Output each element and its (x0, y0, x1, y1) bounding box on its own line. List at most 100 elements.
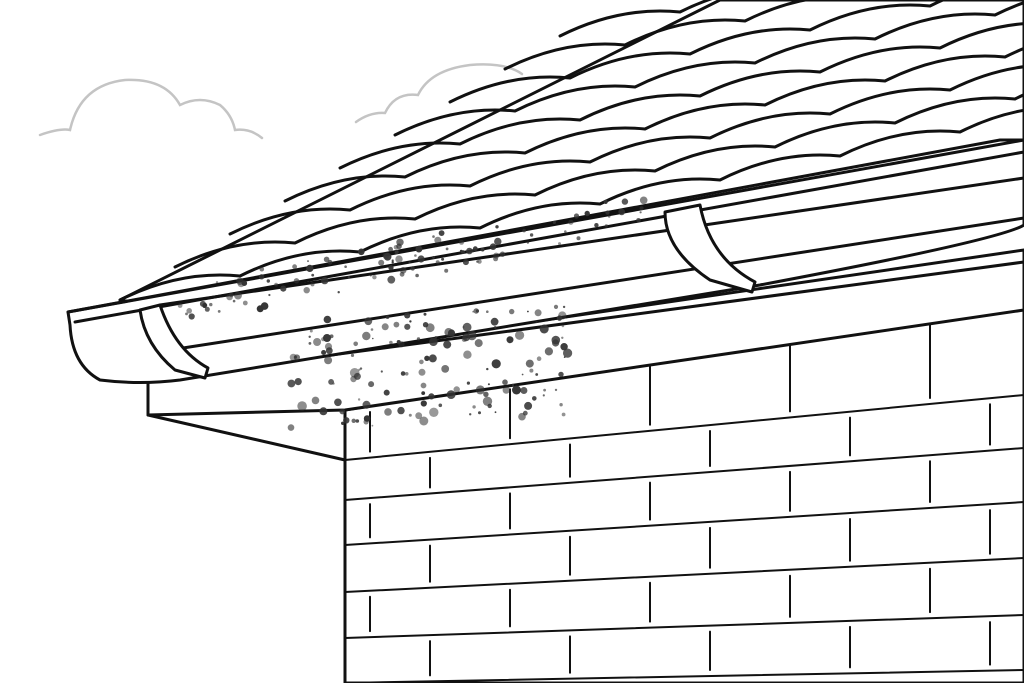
mold-spot (380, 370, 383, 373)
mold-spot (408, 413, 412, 417)
mold-spot (621, 198, 629, 205)
mold-spot (400, 371, 406, 376)
brick-course-line (344, 501, 1024, 546)
mold-spot (408, 261, 411, 264)
mold-spot (324, 342, 333, 351)
mold-spot (509, 308, 515, 315)
mold-spot (371, 424, 374, 427)
mold-spot (323, 315, 332, 324)
mold-spot (186, 308, 192, 314)
mold-spot (396, 238, 404, 246)
mold-spot (323, 334, 331, 342)
mold-spot (489, 243, 497, 250)
mold-spot (462, 322, 472, 332)
mold-spot (372, 275, 377, 280)
mold-spot (443, 340, 452, 349)
clouds (38, 63, 524, 140)
brick-course-line (344, 447, 1024, 501)
mold-spot (561, 324, 565, 328)
mold-spot (415, 273, 419, 278)
mold-spot (429, 407, 439, 417)
mold-spot (409, 320, 412, 323)
mold-spot (447, 329, 456, 337)
mold-spot (378, 259, 385, 266)
mold-spot (303, 287, 310, 294)
mold-spot (568, 219, 574, 225)
mold-spot (636, 218, 641, 223)
mold-spot (391, 261, 394, 264)
mold-spot (259, 266, 265, 272)
mold-spot (420, 382, 427, 389)
mold-spot (534, 309, 542, 317)
brick-course-line (344, 394, 1024, 461)
mold-spot (561, 336, 564, 339)
roof-tile-row (283, 46, 1024, 203)
mold-spot (319, 407, 328, 416)
mold-spot (385, 315, 390, 319)
mold-spot (512, 385, 521, 395)
gutter (66, 138, 1024, 384)
mold-spot (520, 387, 528, 394)
mold-spot (341, 421, 345, 425)
mold-spot (438, 403, 443, 408)
mold-spot (432, 256, 435, 259)
mold-spot (561, 412, 566, 417)
mold-spot (294, 378, 302, 386)
mold-spot (358, 368, 361, 371)
mold-spot (469, 413, 472, 416)
mold-spot (475, 385, 485, 395)
mold-spot (560, 343, 568, 351)
mold-spot (603, 199, 608, 204)
roof-tiles (118, 0, 1024, 312)
mold-spot (324, 356, 333, 365)
mold-spot (306, 264, 314, 272)
mold-spot (297, 401, 307, 411)
roof-tile-row (338, 22, 1024, 170)
mold-spot (334, 398, 342, 407)
mold-spot (493, 252, 500, 259)
mold-spot (525, 359, 534, 368)
mold-spot (473, 308, 479, 314)
mold-spot (397, 406, 405, 415)
mold-spot (266, 279, 270, 283)
mold-spot (441, 257, 445, 261)
mold-spot (544, 347, 554, 356)
roof-tile-row (448, 0, 947, 104)
mold-spot (482, 396, 493, 406)
cloud-left (38, 78, 264, 140)
mold-spot (554, 388, 558, 392)
mold-spot (428, 354, 437, 363)
mold-spot (573, 213, 580, 219)
mold-spot (242, 300, 248, 306)
mold-spot (232, 299, 236, 303)
mold-spot (441, 365, 450, 373)
mold-spot (522, 410, 528, 416)
mold-spot (404, 372, 409, 376)
mold-spot (423, 312, 427, 316)
mold-spot (444, 268, 449, 273)
mold-spot (478, 411, 481, 415)
mold-spot (526, 241, 530, 244)
mold-spot (511, 383, 515, 387)
mold-spot (177, 303, 183, 308)
mold-spot (539, 324, 549, 334)
mold-spot (542, 394, 545, 397)
mold-spot (529, 368, 534, 373)
mold-spot (639, 206, 644, 211)
brick-course-line (344, 557, 1024, 593)
mold-spot (327, 259, 333, 265)
mold-spot (351, 418, 356, 423)
mold-spot (467, 330, 477, 341)
mold-spot (391, 259, 394, 262)
mold-spot (323, 256, 330, 263)
mold-spot (350, 353, 355, 357)
mold-spot (618, 208, 626, 216)
mold-spot (502, 379, 508, 386)
mold-spot (258, 274, 265, 280)
mold-spot (415, 245, 423, 253)
mold-spot (466, 381, 470, 385)
mold-spot (370, 328, 374, 331)
mold-spot (344, 265, 347, 269)
mold-spot (311, 273, 315, 277)
